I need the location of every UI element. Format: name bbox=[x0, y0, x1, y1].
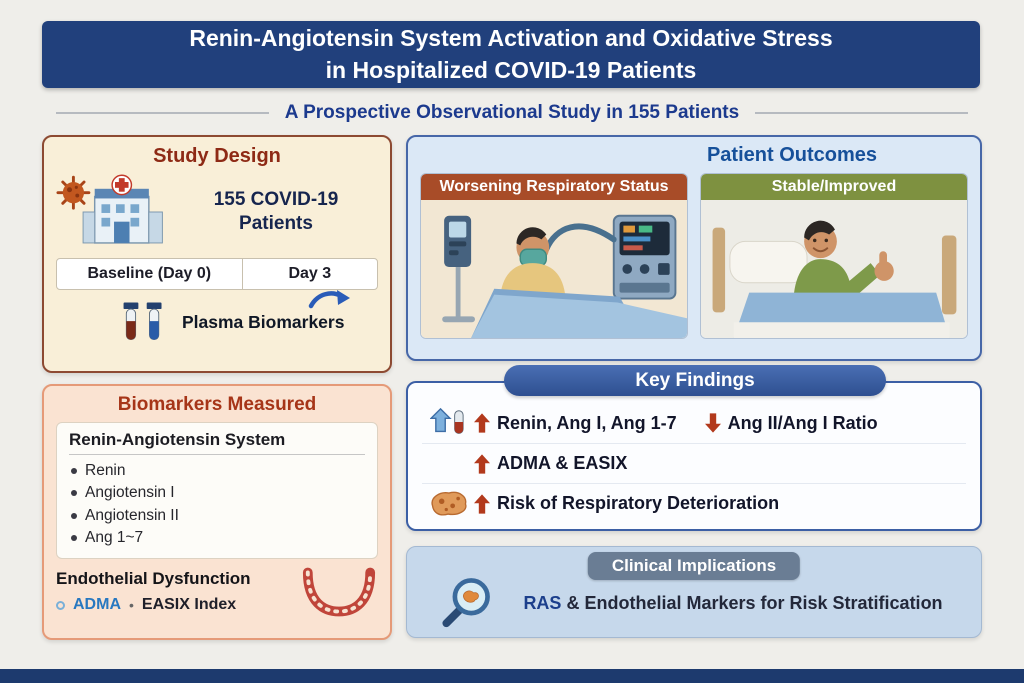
stable-patient-illustration bbox=[701, 200, 967, 338]
ras-highlight: RAS bbox=[523, 592, 562, 613]
study-population-row: 155 COVID-19 Patients bbox=[56, 173, 378, 251]
tissue-icon bbox=[431, 491, 467, 515]
hospital-virus-icon bbox=[56, 174, 163, 244]
finding-row-3: Risk of Respiratory Deterioration bbox=[422, 483, 966, 523]
finding-1-down-text: Ang II/Ang I Ratio bbox=[727, 412, 878, 433]
clinical-implications-header: Clinical Implications bbox=[587, 552, 801, 580]
clinical-implications-panel: Clinical Implications RAS & Endothelial … bbox=[406, 546, 982, 638]
title-line-2: in Hospitalized COVID-19 Patients bbox=[325, 56, 697, 83]
study-design-panel: Study Design bbox=[42, 135, 392, 373]
biomarkers-panel: Biomarkers Measured Renin-Angiotensin Sy… bbox=[42, 384, 392, 640]
clinical-implications-row: RAS & Endothelial Markers for Risk Strat… bbox=[407, 547, 981, 637]
worsening-scene bbox=[421, 200, 687, 338]
patient-outcomes-panel: Patient Outcomes Worsening Respiratory S… bbox=[406, 135, 982, 361]
plasma-biomarkers-row: Plasma Biomarkers bbox=[56, 290, 378, 344]
list-item: Ang 1~7 bbox=[69, 527, 365, 549]
list-item: Angiotensin II bbox=[69, 505, 365, 527]
finding-row-1: Renin, Ang I, Ang 1-7 Ang II/Ang I Ratio bbox=[422, 403, 966, 443]
worsening-patient-illustration bbox=[421, 200, 687, 338]
stable-outcome-card: Stable/Improved bbox=[700, 173, 968, 339]
worsening-outcome-card: Worsening Respiratory Status bbox=[420, 173, 688, 339]
timepoint-day3: Day 3 bbox=[288, 265, 332, 282]
up-arrow-icon bbox=[474, 493, 490, 514]
finding-3-text: Risk of Respiratory Deterioration bbox=[497, 493, 780, 513]
subtitle-row: A Prospective Observational Study in 155… bbox=[56, 102, 968, 124]
ras-heading: Renin-Angiotensin System bbox=[69, 430, 365, 455]
up-arrow-icon bbox=[474, 453, 490, 474]
vessel-icon bbox=[302, 567, 376, 617]
down-arrow-icon bbox=[704, 413, 721, 433]
plasma-biomarkers-label: Plasma Biomarkers bbox=[182, 311, 345, 332]
list-item: Angiotensin I bbox=[69, 482, 365, 504]
easix-label: EASIX Index bbox=[141, 596, 237, 614]
ras-list: Renin Angiotensin I Angiotensin II Ang 1… bbox=[69, 460, 365, 550]
finding-2-text: ADMA & EASIX bbox=[497, 453, 628, 473]
marker-separator: • bbox=[129, 597, 134, 614]
stable-scene bbox=[701, 200, 967, 338]
outcome-cards: Worsening Respiratory Status bbox=[420, 173, 968, 339]
finding-row-2: ADMA & EASIX bbox=[422, 443, 966, 483]
subtitle-divider-right bbox=[755, 112, 968, 114]
subtitle-divider-left bbox=[56, 112, 269, 114]
worsening-header: Worsening Respiratory Status bbox=[421, 174, 687, 200]
patients-count-label: 155 COVID-19 Patients bbox=[213, 189, 339, 234]
stable-header: Stable/Improved bbox=[701, 174, 967, 200]
timepoint-baseline: Baseline (Day 0) bbox=[57, 259, 243, 289]
title-banner: Renin-Angiotensin System Activation and … bbox=[42, 21, 980, 88]
list-item: Renin bbox=[69, 460, 365, 482]
title-line-1: Renin-Angiotensin System Activation and … bbox=[189, 25, 833, 52]
endothelial-section: Endothelial Dysfunction ADMA • EASIX Ind… bbox=[56, 566, 378, 618]
up-arrow-icon bbox=[474, 413, 490, 433]
finding-1-up-text: Renin, Ang I, Ang 1-7 bbox=[497, 412, 677, 433]
adma-bullet-icon bbox=[56, 600, 65, 610]
clinical-statement: & Endothelial Markers for Risk Stratific… bbox=[566, 592, 943, 613]
ras-card: Renin-Angiotensin System Renin Angiotens… bbox=[56, 422, 378, 559]
subtitle: A Prospective Observational Study in 155… bbox=[284, 102, 740, 123]
adma-label: ADMA bbox=[73, 596, 121, 614]
key-findings-panel: Renin, Ang I, Ang 1-7 Ang II/Ang I Ratio… bbox=[406, 381, 982, 531]
biomarkers-title: Biomarkers Measured bbox=[117, 394, 317, 415]
magnifier-icon bbox=[442, 578, 490, 628]
endothelial-markers-row: ADMA • EASIX Index bbox=[56, 596, 300, 614]
timepoints-table: Baseline (Day 0) Day 3 bbox=[56, 258, 378, 290]
biomarker-rise-icon bbox=[430, 407, 464, 434]
bottom-accent-bar bbox=[0, 669, 1024, 683]
endothelial-heading: Endothelial Dysfunction bbox=[56, 569, 251, 589]
test-tubes-icon bbox=[123, 302, 162, 341]
key-findings-header: Key Findings bbox=[504, 365, 886, 396]
curved-arrow-icon bbox=[308, 290, 350, 309]
patient-outcomes-title: Patient Outcomes bbox=[706, 144, 878, 166]
study-design-title: Study Design bbox=[153, 145, 281, 167]
clinical-implications-text: RAS & Endothelial Markers for Risk Strat… bbox=[505, 593, 961, 614]
